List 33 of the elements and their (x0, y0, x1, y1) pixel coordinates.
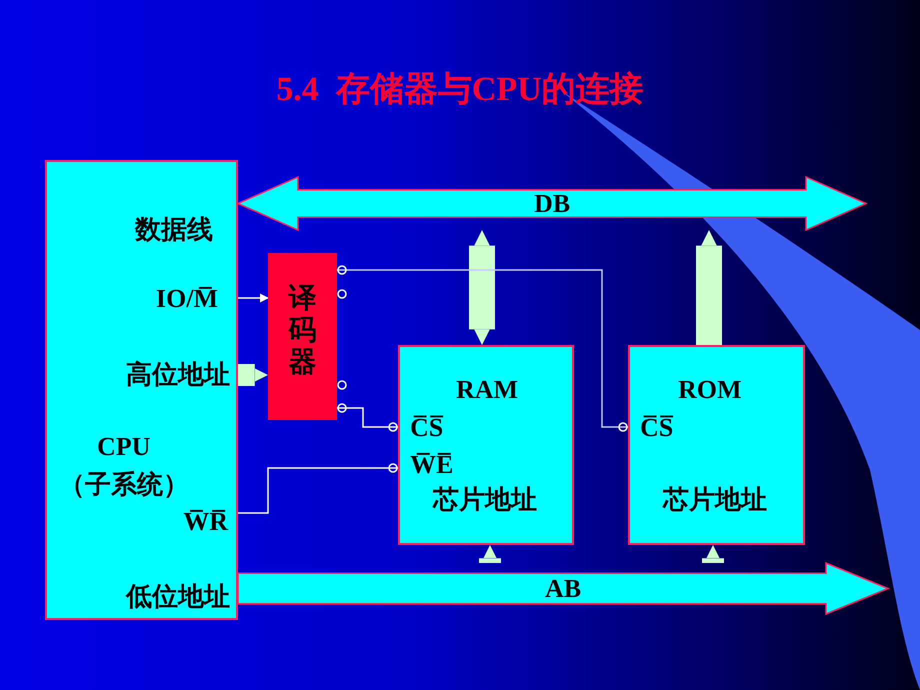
block-arrow (702, 545, 724, 563)
slide-title: 5.4 存储器与CPU的连接 (275, 70, 645, 110)
signal-line (337, 403, 398, 432)
pin-label: IO/M̅ (156, 284, 218, 314)
pin-label: C̅S̅ (640, 413, 674, 443)
ram-chip-box (398, 345, 574, 545)
bus-label: DB (532, 189, 572, 219)
block-arrow (238, 364, 268, 386)
chip-name: ROM (678, 375, 742, 405)
cpu-label: CPU (97, 432, 150, 462)
chip-name: RAM (456, 375, 518, 405)
signal-line (238, 463, 398, 514)
block-arrow (479, 545, 501, 563)
chip-address-label: 芯片地址 (663, 485, 767, 515)
data-bus-arrow (238, 177, 866, 230)
chip-address-label: 芯片地址 (433, 485, 537, 515)
signal-line (337, 265, 628, 432)
cpu-label: （子系统） (59, 470, 189, 500)
pin-label: C̅S̅ (410, 413, 444, 443)
bus-label: AB (544, 574, 582, 604)
decoder-box (268, 253, 337, 420)
block-arrow (696, 230, 722, 345)
rom-chip-box (628, 345, 805, 545)
cpu-box (45, 160, 238, 620)
address-bus-arrow (238, 563, 888, 614)
block-arrow (469, 230, 495, 345)
pin-label: W̅R̅ (183, 507, 228, 537)
high-address-label: 高位地址 (126, 360, 230, 390)
arrow (238, 294, 269, 302)
decoder-label: 译码器 (288, 283, 318, 380)
pin-label: W̅E̅ (410, 450, 454, 480)
data-line-label: 数据线 (135, 215, 213, 245)
low-address-label: 低位地址 (126, 582, 230, 612)
